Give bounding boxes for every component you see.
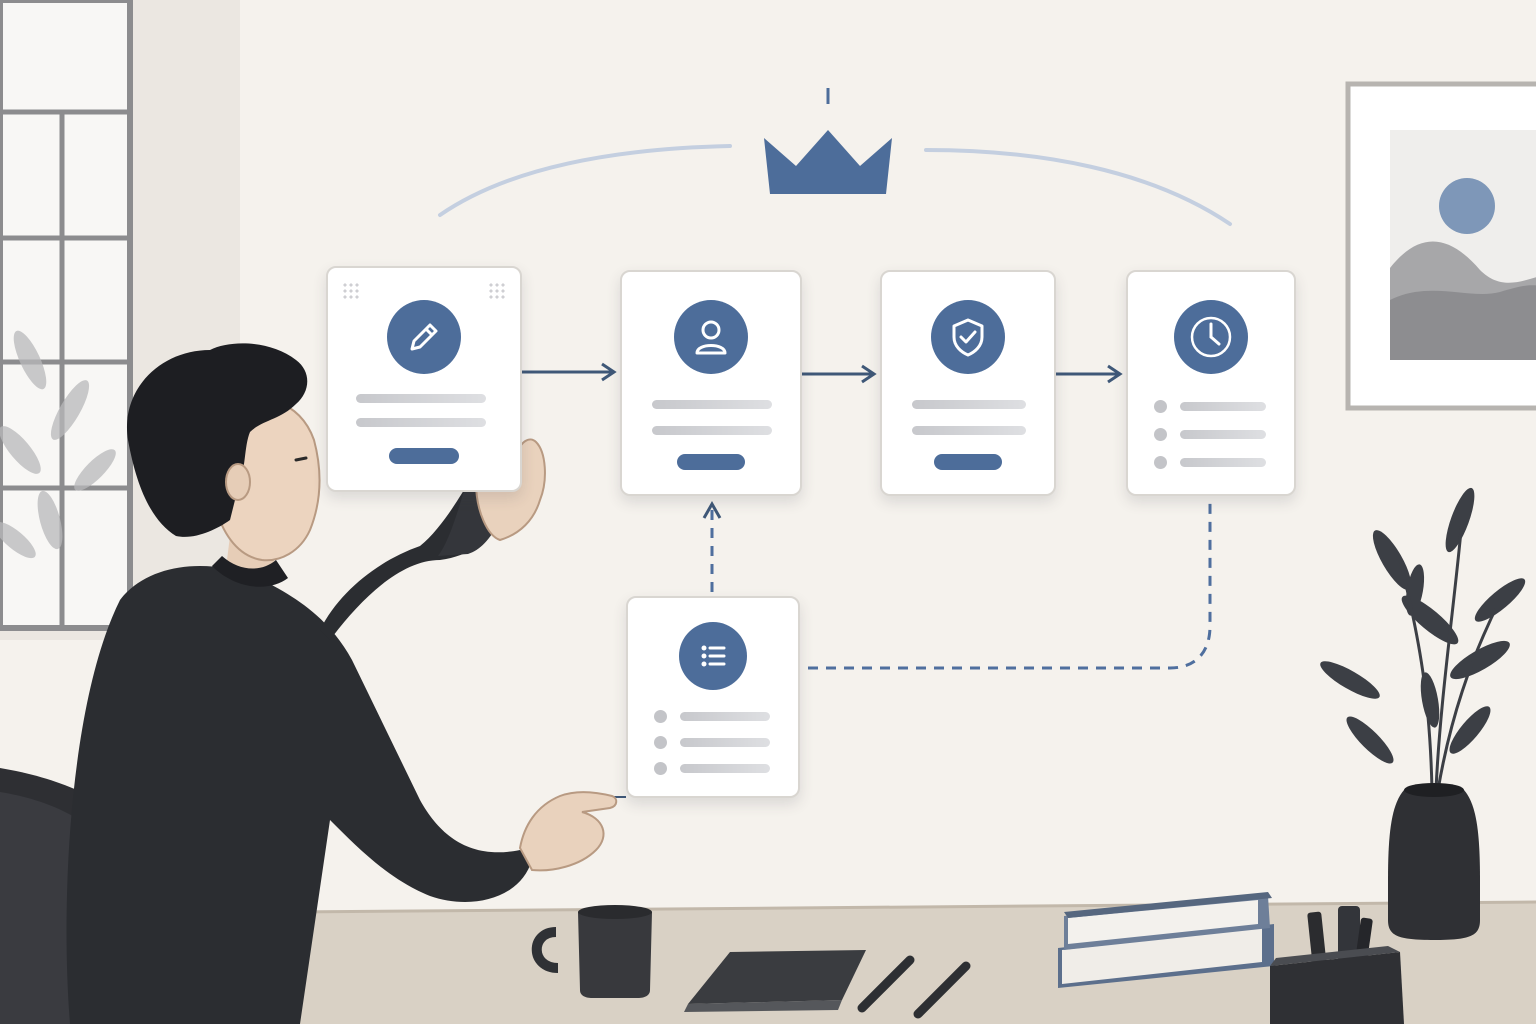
workflow-card-schedule[interactable] <box>1126 270 1296 496</box>
text-placeholder-line <box>912 400 1026 409</box>
framed-picture <box>1345 81 1536 411</box>
text-placeholder-line <box>680 738 770 747</box>
list-bullet <box>654 736 667 749</box>
pens <box>857 955 971 1019</box>
text-placeholder-line <box>652 426 772 435</box>
text-placeholder-line <box>912 426 1026 435</box>
text-placeholder-line <box>652 400 772 409</box>
window <box>0 0 133 631</box>
list-bullet <box>654 762 667 775</box>
clock-icon <box>1174 300 1248 374</box>
list-bullet <box>654 710 667 723</box>
grip-dots <box>488 282 506 300</box>
text-placeholder-line <box>1180 402 1266 411</box>
connectors <box>522 362 1123 384</box>
card-action-button[interactable] <box>934 454 1002 470</box>
workflow-card-user[interactable] <box>620 270 802 496</box>
list-bullet <box>1154 456 1167 469</box>
pencil-icon <box>387 300 461 374</box>
list-bullet <box>1154 400 1167 413</box>
text-placeholder-line <box>1180 458 1266 467</box>
book-stack <box>1058 892 1274 988</box>
user-icon <box>674 300 748 374</box>
card-action-button[interactable] <box>389 448 459 464</box>
workflow-card-tasks[interactable] <box>626 596 800 798</box>
list-icon <box>679 622 747 690</box>
notebook <box>684 950 866 1012</box>
coffee-mug <box>531 905 652 998</box>
text-placeholder-line <box>356 418 486 427</box>
shield-check-icon <box>931 300 1005 374</box>
crown-icon <box>760 124 896 196</box>
text-placeholder-line <box>356 394 486 403</box>
text-placeholder-line <box>1180 430 1266 439</box>
list-bullet <box>1154 428 1167 441</box>
card-action-button[interactable] <box>677 454 745 470</box>
text-placeholder-line <box>680 764 770 773</box>
pen-holder <box>1270 906 1404 1024</box>
workflow-card-security[interactable] <box>880 270 1056 496</box>
potted-plant <box>1320 487 1526 940</box>
text-placeholder-line <box>680 712 770 721</box>
workflow-card-edit[interactable] <box>326 266 522 492</box>
grip-dots <box>342 282 360 300</box>
